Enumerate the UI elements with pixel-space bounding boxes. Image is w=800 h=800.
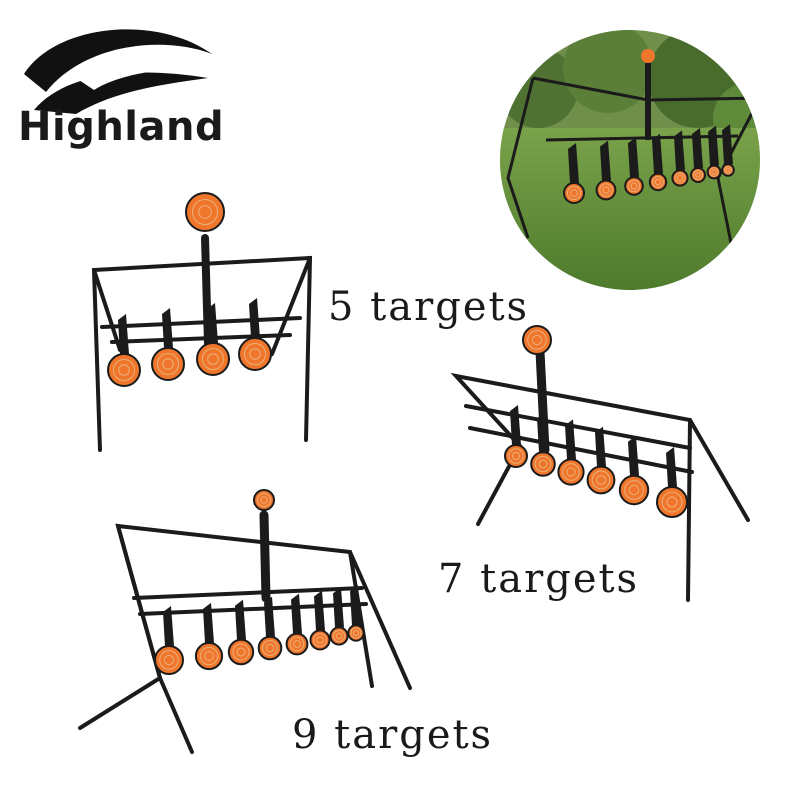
- target-5-3: [196, 303, 230, 376]
- target-7-3: [557, 419, 585, 486]
- top-target-5: [185, 192, 225, 232]
- target-9-7: [329, 587, 349, 646]
- photo-target-1: [563, 143, 585, 204]
- field-photo: [500, 30, 760, 290]
- label-5-targets: 5 targets: [328, 284, 530, 330]
- target-5-2: [151, 308, 185, 381]
- target-7-4: [586, 426, 616, 495]
- target-9-8: [347, 585, 365, 642]
- label-7-targets: 7 targets: [438, 556, 640, 602]
- target-9-3: [227, 599, 255, 666]
- targets-layer: [107, 192, 688, 675]
- target-7-1: [504, 405, 528, 468]
- target-9-4: [257, 596, 283, 661]
- top-target-9: [253, 489, 275, 511]
- target-9-5: [285, 593, 309, 656]
- target-9-1: [154, 606, 184, 675]
- photo-target-3: [624, 137, 644, 196]
- photo-target-5: [671, 130, 689, 187]
- target-7-5: [618, 435, 650, 506]
- label-9-targets: 9 targets: [292, 712, 494, 758]
- swoosh-logo-icon: [24, 29, 212, 114]
- brand-name: Highland: [18, 104, 225, 150]
- frame-7-targets: [450, 347, 750, 602]
- frame-5-targets: [91, 234, 313, 452]
- photo-target-4: [648, 133, 668, 192]
- photo-target-8: [721, 124, 735, 177]
- frame-9-targets: [78, 510, 412, 754]
- target-5-1: [107, 314, 141, 387]
- target-7-6: [656, 447, 688, 518]
- photo-target-2: [595, 140, 617, 201]
- photo-target-6: [690, 128, 706, 183]
- target-5-4: [238, 298, 272, 371]
- photo-target-7: [706, 125, 722, 180]
- top-target-7: [522, 325, 552, 355]
- target-7-2: [530, 412, 556, 477]
- target-9-6: [309, 590, 331, 651]
- target-9-2: [194, 602, 224, 671]
